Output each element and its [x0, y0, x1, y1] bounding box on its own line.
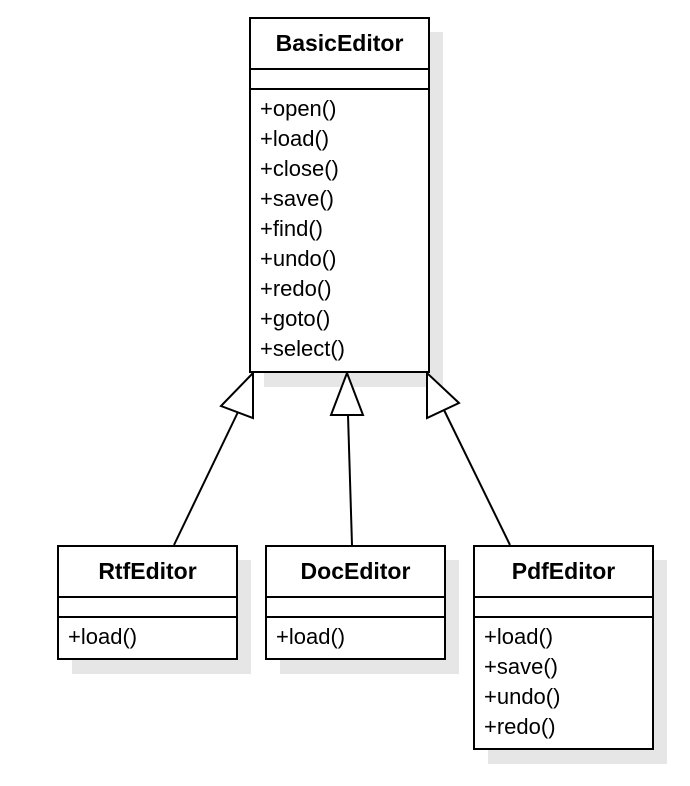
pdf-generalization-arrowhead [426, 370, 461, 420]
method-close: +close() [260, 156, 339, 181]
method-goto: +goto() [260, 306, 331, 331]
pdf-generalization-line [443, 409, 511, 546]
class-basic-editor-attributes [251, 70, 428, 90]
class-pdf-editor-methods: +load() +save() +undo() +redo() [475, 618, 652, 743]
class-doc-editor-name: DocEditor [267, 547, 444, 598]
class-doc-editor-attributes [267, 598, 444, 618]
class-basic-editor[interactable]: BasicEditor +open() +load() +close() +sa… [249, 17, 430, 373]
class-pdf-editor-attributes [475, 598, 652, 618]
class-rtf-editor-name: RtfEditor [59, 547, 236, 598]
method-save: +save() [484, 654, 558, 679]
method-load: +load() [484, 624, 554, 649]
doc-generalization-line [347, 414, 353, 546]
method-find: +find() [260, 216, 323, 241]
method-undo: +undo() [260, 246, 337, 271]
rtf-generalization-line [173, 411, 239, 546]
method-load: +load() [260, 126, 330, 151]
class-rtf-editor-attributes [59, 598, 236, 618]
rtf-generalization-arrowhead [219, 370, 254, 420]
class-rtf-editor-methods: +load() [59, 618, 236, 653]
method-load: +load() [276, 624, 346, 649]
method-select: +select() [260, 336, 345, 361]
doc-generalization-arrowhead [329, 370, 365, 416]
class-doc-editor[interactable]: DocEditor +load() [265, 545, 446, 660]
method-open: +open() [260, 96, 337, 121]
method-redo: +redo() [260, 276, 332, 301]
method-undo: +undo() [484, 684, 561, 709]
class-basic-editor-name: BasicEditor [251, 19, 428, 70]
class-doc-editor-methods: +load() [267, 618, 444, 653]
class-pdf-editor[interactable]: PdfEditor +load() +save() +undo() +redo(… [473, 545, 654, 750]
class-basic-editor-methods: +open() +load() +close() +save() +find()… [251, 90, 428, 365]
method-redo: +redo() [484, 714, 556, 739]
class-rtf-editor[interactable]: RtfEditor +load() [57, 545, 238, 660]
method-load: +load() [68, 624, 138, 649]
method-save: +save() [260, 186, 334, 211]
class-pdf-editor-name: PdfEditor [475, 547, 652, 598]
